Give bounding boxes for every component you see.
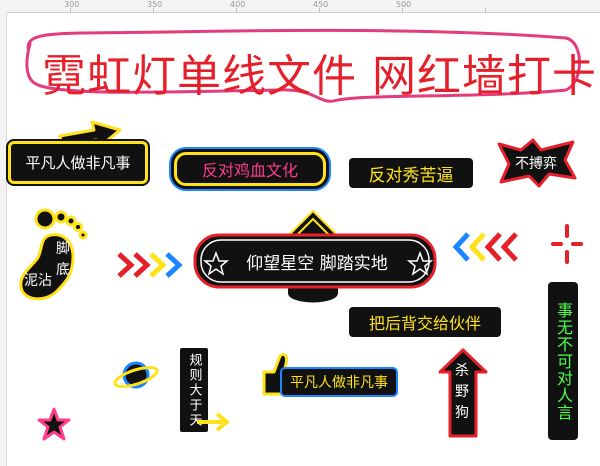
sign-no-fight-label: 不搏弈 (515, 156, 557, 172)
chevron-icon (117, 252, 183, 278)
center-sign-frame (193, 209, 437, 305)
foot-text: 泥沾 (24, 273, 52, 289)
sign-anti-chicken-soup: 反对鸡血文化 (174, 152, 326, 186)
vertical-ruler (0, 12, 7, 466)
foot-icon (19, 208, 88, 301)
sign-rules: 规则大于天 (178, 346, 210, 434)
sign-nothing-to-hide: 事无不可对人言 (548, 282, 578, 440)
sign-back-to-partner: 把后背交给伙伴 (349, 307, 501, 337)
burst-icon (497, 138, 577, 188)
sign-ordinary-thumb: 平凡人做非凡事 (280, 367, 398, 397)
sign-stars: 仰望星空 脚踏实地 (246, 253, 388, 274)
chevron-icon (452, 232, 518, 262)
ruler-label: 400 (230, 0, 246, 9)
arrow-up-icon (438, 348, 488, 438)
sign-no-fight: 不搏弈 (495, 138, 577, 188)
page-title: 霓虹灯单线文件 网红墙打卡 (42, 51, 597, 102)
title-banner: 霓虹灯单线文件 网红墙打卡 (18, 18, 596, 108)
star-icon (37, 407, 71, 441)
kill-text: 狗 (455, 405, 469, 421)
ruler-label: 500 (396, 0, 412, 9)
foot-text: 底 (56, 262, 70, 278)
sign-anti-show-bitter: 反对秀苦逼 (349, 158, 473, 188)
ruler-label: 350 (147, 0, 163, 9)
kill-text: 野 (455, 384, 469, 400)
planet-icon (113, 361, 159, 389)
ruler-label: 450 (313, 0, 329, 9)
hand-drawn-outline (25, 28, 581, 103)
sign-ordinary: 平凡人做非凡事 (8, 141, 148, 184)
horizontal-ruler: 300 350 400 450 500 (0, 0, 600, 13)
crosshair-icon (551, 224, 583, 264)
ruler-label: 300 (64, 0, 80, 9)
kill-text: 杀 (455, 363, 469, 379)
foot-text: 脚 (56, 241, 70, 257)
arrow-icon (197, 412, 229, 432)
